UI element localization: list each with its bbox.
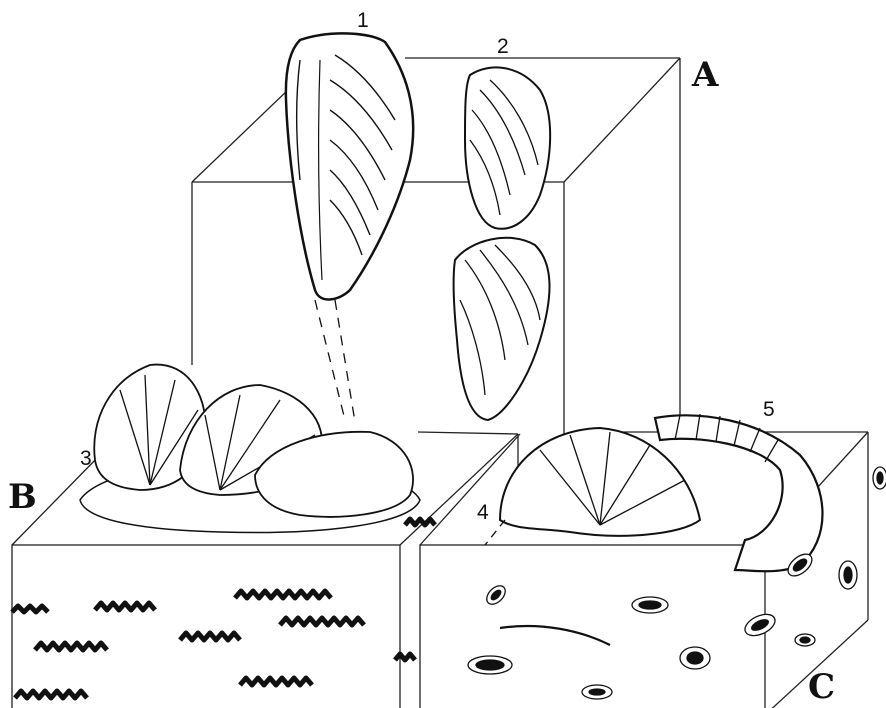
block-a-label: A <box>692 58 718 92</box>
specimen-3-shell-cluster <box>80 365 420 533</box>
specimen-5-number: 5 <box>763 399 775 420</box>
specimen-2-shell <box>454 67 551 420</box>
block-a-outline <box>192 58 680 435</box>
specimen-3-number: 3 <box>80 448 92 469</box>
specimen-2-number: 2 <box>497 36 509 57</box>
block-c-label: C <box>808 670 835 704</box>
specimen-4-number: 4 <box>477 502 489 523</box>
block-b-label: B <box>8 480 37 514</box>
block-b-trace-fossils <box>12 519 435 698</box>
specimen-1-shell <box>286 33 413 422</box>
specimen-4-shell <box>485 428 700 545</box>
specimen-1-number: 1 <box>357 10 369 31</box>
